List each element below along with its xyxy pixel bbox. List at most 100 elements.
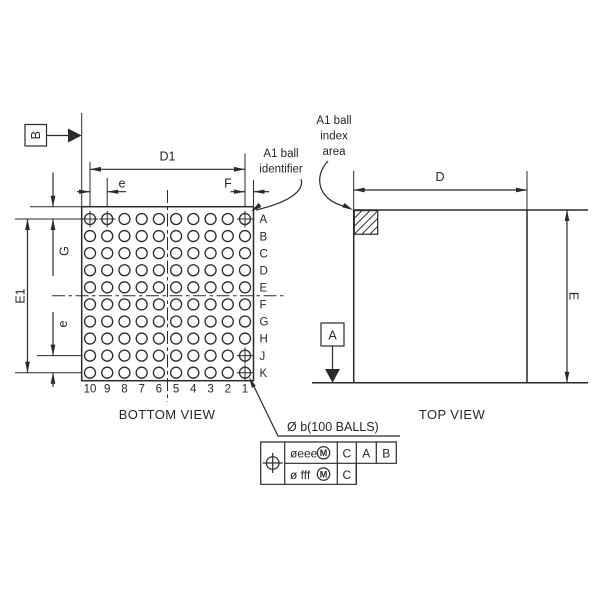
- ball-icon: [152, 332, 166, 345]
- ball-icon: [221, 212, 234, 226]
- arrowhead-icon: [50, 195, 56, 207]
- ball-icon: [238, 247, 252, 260]
- ball-icon: [135, 298, 148, 311]
- a1-identifier-leader: [255, 178, 303, 211]
- ball-icon: [118, 212, 131, 226]
- ball-icon: [187, 366, 200, 379]
- ball-icon: [169, 349, 183, 362]
- datum-b-flag: B: [24, 123, 82, 147]
- index-note-text: index: [320, 131, 348, 143]
- ball-icon: [101, 315, 114, 328]
- ball-icon: [135, 229, 148, 243]
- dim-label-e1: E1: [14, 288, 28, 303]
- position-tolerance-icon: [262, 453, 283, 473]
- row-label: G: [260, 317, 269, 329]
- bottom-view: D1 e F E1 G e B: [14, 113, 303, 422]
- ball-icon: [83, 332, 97, 345]
- row-label: H: [260, 334, 268, 346]
- ball-icon: [152, 366, 166, 379]
- dim-label-d1: D1: [160, 150, 176, 164]
- row-label: A: [260, 214, 268, 226]
- ball-icon: [118, 332, 131, 345]
- ball-grid: [81, 210, 254, 381]
- fcf-modifier-1: M: [320, 448, 328, 458]
- col-label: 9: [104, 384, 110, 396]
- ball-icon: [221, 264, 234, 277]
- dim-label-e-left: e: [56, 320, 70, 327]
- ball-icon: [204, 281, 217, 294]
- datum-b-label: B: [29, 131, 43, 139]
- fcf-tolerance-1: øeee: [290, 447, 318, 461]
- ball-icon: [221, 247, 234, 260]
- arrowhead-icon: [564, 210, 570, 221]
- ball-icon: [118, 349, 131, 362]
- ball-icon: [135, 247, 148, 260]
- ball-icon: [101, 229, 114, 243]
- ball-icon: [101, 247, 114, 260]
- ball-icon: [238, 315, 252, 328]
- row-label: F: [260, 300, 267, 312]
- arrowhead-icon: [50, 219, 56, 230]
- ball-crosshair-mark: [236, 210, 254, 228]
- ball-icon: [152, 281, 166, 294]
- arrowhead-icon: [25, 361, 30, 373]
- ball-icon: [135, 212, 148, 226]
- fcf-modifier-2: M: [320, 469, 328, 479]
- arrowhead-icon: [50, 344, 56, 356]
- col-label: 7: [138, 384, 144, 396]
- ball-icon: [221, 315, 234, 328]
- ball-icon: [135, 264, 148, 277]
- row-label: D: [260, 265, 268, 277]
- ball-icon: [101, 298, 114, 311]
- fcf-datum-ref: C: [342, 468, 351, 482]
- arrowhead-icon: [79, 189, 90, 194]
- ball-icon: [118, 281, 131, 294]
- ball-icon: [187, 315, 200, 328]
- ball-icon: [152, 229, 166, 243]
- ball-icon: [152, 212, 166, 226]
- ball-icon: [187, 229, 200, 243]
- arrowhead-icon: [251, 202, 262, 212]
- col-label: 10: [84, 384, 97, 396]
- ball-icon: [204, 366, 217, 379]
- fcf-datum-ref: A: [362, 447, 370, 461]
- ball-icon: [83, 281, 97, 294]
- dim-label-g: G: [58, 246, 72, 256]
- ball-spec-leader: [250, 381, 400, 437]
- dim-label-d: D: [435, 170, 444, 184]
- ball-icon: [187, 281, 200, 294]
- ball-icon: [135, 332, 148, 345]
- ball-icon: [135, 281, 148, 294]
- row-label: J: [260, 351, 266, 363]
- mmc-modifier-icon: [316, 467, 331, 481]
- ball-icon: [204, 332, 217, 345]
- arrowhead-icon: [90, 166, 101, 172]
- ball-icon: [83, 349, 97, 362]
- dim-label-e-top: e: [119, 177, 126, 191]
- feature-control-frame: øeee M C A B ø fff M C: [260, 441, 397, 485]
- fcf-datum-ref: C: [342, 447, 351, 461]
- arrowhead-icon: [234, 166, 245, 172]
- arrowhead-icon: [50, 372, 56, 384]
- ball-icon: [204, 298, 217, 311]
- ball-crosshair-mark: [236, 347, 254, 364]
- bottom-view-caption: BOTTOM VIEW: [119, 407, 216, 422]
- ball-icon: [83, 264, 97, 277]
- col-label: 8: [121, 384, 127, 396]
- dim-label-f: F: [224, 177, 232, 191]
- dim-label-e: E: [567, 292, 581, 300]
- fcf-tolerance-2: ø fff: [290, 468, 311, 482]
- ball-icon: [101, 349, 114, 362]
- ball-icon: [118, 229, 131, 243]
- ball-icon: [187, 212, 200, 226]
- ball-crosshair-mark: [99, 210, 116, 228]
- ball-icon: [221, 281, 234, 294]
- arrowhead-icon: [516, 187, 527, 193]
- datum-a-label: A: [328, 329, 337, 343]
- ball-icon: [187, 349, 200, 362]
- arrowhead-icon: [564, 371, 570, 383]
- ball-icon: [187, 247, 200, 260]
